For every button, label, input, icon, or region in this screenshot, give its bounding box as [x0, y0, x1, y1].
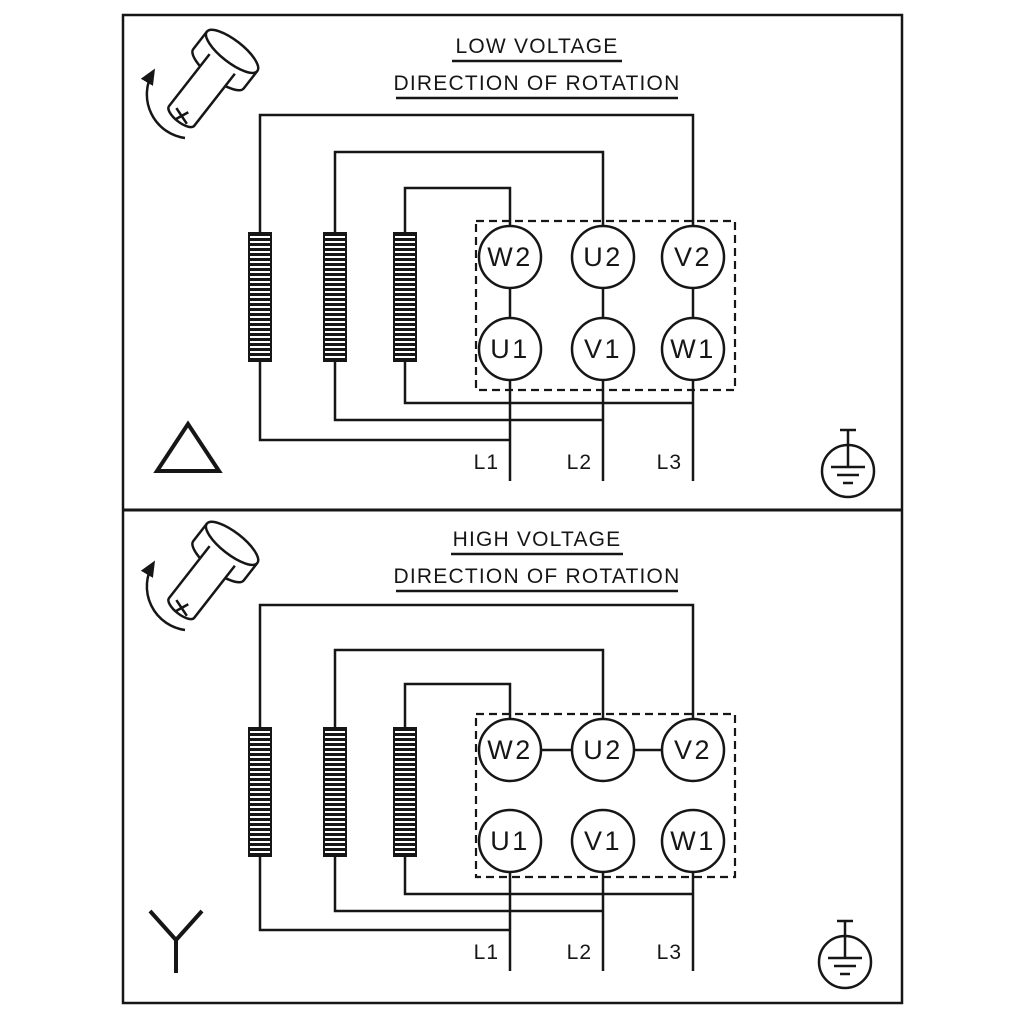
high-voltage-title: HIGH VOLTAGE: [453, 528, 622, 551]
terminal-w2: [477, 224, 543, 290]
delta-connection-icon: [153, 420, 223, 473]
terminal-board-outline: [474, 219, 737, 392]
wire-w2-to-coil3: [403, 186, 512, 233]
panel-low-voltage: LOW VOLTAGE DIRECTION OF ROTATION: [147, 23, 876, 499]
wire-v2-to-coil1: [258, 113, 695, 233]
star-connection-icon: [148, 909, 204, 973]
winding-coil-1: [248, 232, 272, 362]
terminal-u2: [570, 224, 636, 290]
wire-coil3-to-l3: [403, 856, 693, 896]
terminal-v1: [570, 808, 636, 874]
wire-u2-to-coil2: [333, 150, 605, 233]
wire-coil2-to-l2: [333, 856, 603, 913]
terminal-w1: [660, 808, 726, 874]
terminal-w2-label: W2: [487, 735, 533, 765]
terminal-w1-label: W1: [670, 334, 716, 364]
terminal-w1: [660, 316, 726, 382]
winding-coil-2: [323, 232, 347, 362]
wire-coil3-to-l3: [403, 361, 693, 405]
terminal-v2-label: V2: [674, 735, 712, 765]
winding-coil-3: [393, 232, 417, 362]
terminal-w2: [477, 717, 543, 783]
winding-coil-2: [323, 727, 347, 857]
winding-coil-1: [248, 727, 272, 857]
terminal-v2: [660, 717, 726, 783]
wire-v2-to-coil1: [258, 603, 695, 728]
label-l3: L3: [657, 451, 682, 474]
terminal-u1: [477, 316, 543, 382]
motor-shaft-rotation-icon: [147, 23, 264, 141]
label-l2: L2: [567, 451, 592, 474]
label-l1: L1: [474, 451, 499, 474]
terminal-u2-label: U2: [583, 735, 623, 765]
terminal-v1-label: V1: [584, 334, 622, 364]
panel-high-voltage: HIGH VOLTAGE DIRECTION OF ROTATION: [147, 515, 873, 990]
terminal-w1-label: W1: [670, 826, 716, 856]
terminal-u1-label: U1: [490, 826, 530, 856]
motor-shaft-rotation-icon: [147, 515, 264, 633]
wire-coil1-to-l1: [258, 856, 510, 932]
high-voltage-subtitle: DIRECTION OF ROTATION: [394, 565, 681, 588]
label-l3: L3: [657, 941, 682, 964]
wire-coil1-to-l1: [258, 361, 510, 442]
terminal-v2: [660, 224, 726, 290]
terminal-v2-label: V2: [674, 242, 712, 272]
label-l2: L2: [567, 941, 592, 964]
winding-coil-3: [393, 727, 417, 857]
ground-icon: [817, 919, 873, 990]
terminal-board-outline: [474, 712, 737, 879]
terminal-v1-label: V1: [584, 826, 622, 856]
wire-coil2-to-l2: [333, 361, 603, 422]
label-l1: L1: [474, 941, 499, 964]
low-voltage-subtitle: DIRECTION OF ROTATION: [394, 72, 681, 95]
terminal-u1-label: U1: [490, 334, 530, 364]
terminal-w2-label: W2: [487, 242, 533, 272]
terminal-v1: [570, 316, 636, 382]
wire-u2-to-coil2: [333, 648, 605, 728]
wire-w2-to-coil3: [403, 682, 512, 728]
terminal-u1: [477, 808, 543, 874]
terminal-u2-label: U2: [583, 242, 623, 272]
low-voltage-title: LOW VOLTAGE: [456, 35, 619, 58]
terminal-u2: [570, 717, 636, 783]
ground-icon: [820, 428, 876, 499]
